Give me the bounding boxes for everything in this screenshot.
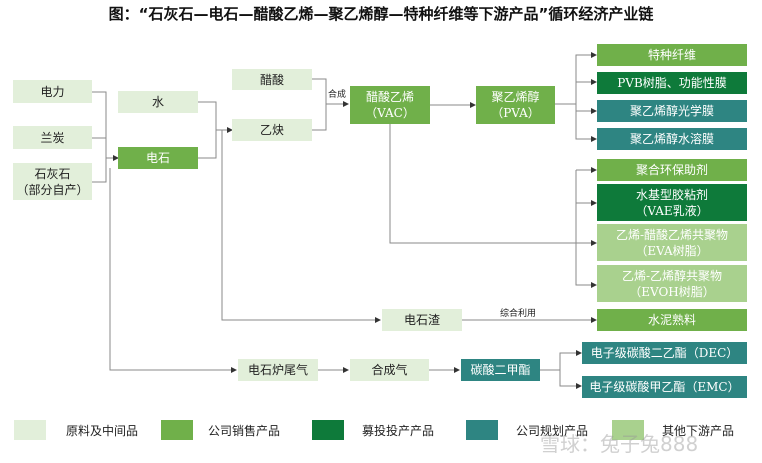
edge-acetic xyxy=(312,78,327,131)
node-carbide: 电石 xyxy=(118,147,198,169)
node-label: 乙炔 xyxy=(259,123,284,137)
node-label: 乙烯-乙烯醇共聚物 xyxy=(621,268,723,283)
node-label: 水 xyxy=(151,95,164,109)
edge-label-comprehensive-use: 综合利用 xyxy=(500,309,537,319)
legend-swatch-down xyxy=(612,420,644,440)
node-label: PVB树脂、功能性膜 xyxy=(617,76,727,90)
legend-label-ipo: 募投投产产品 xyxy=(362,424,435,438)
edge-vac-down xyxy=(389,124,597,246)
node-acetic-acid: 醋酸 xyxy=(232,69,312,90)
node-eva: 乙烯-醋酸乙烯共聚物 （EVA树脂） xyxy=(597,224,747,261)
node-label: 醋酸乙烯 xyxy=(365,90,414,104)
node-semi-coke: 兰炭 xyxy=(13,126,92,149)
node-pva: 聚乙烯醇 （PVA） xyxy=(476,86,555,124)
node-emc: 电子级碳酸甲乙酯（EMC） xyxy=(582,376,747,398)
node-dec: 电子级碳酸二乙酯（DEC） xyxy=(582,342,747,364)
node-label: 水泥熟料 xyxy=(647,313,696,327)
legend-label-sale: 公司销售产品 xyxy=(208,424,281,438)
node-label: 乙烯-醋酸乙烯共聚物 xyxy=(615,227,729,242)
node-label: 电石渣 xyxy=(403,313,440,327)
node-label: 聚合环保助剂 xyxy=(635,163,708,177)
node-label: 聚乙烯醇 xyxy=(491,90,540,104)
node-label: 电子级碳酸甲乙酯（EMC） xyxy=(589,380,740,394)
node-syngas: 合成气 xyxy=(350,359,429,381)
edge-dmc-branch xyxy=(540,350,582,371)
node-sublabel: （部分自产） xyxy=(16,182,89,197)
node-sublabel: （EVA树脂） xyxy=(635,243,709,258)
node-pva-optical-film: 聚乙烯醇光学膜 xyxy=(597,100,747,122)
node-label: 特种纤维 xyxy=(647,48,696,62)
edge-carbide-gas xyxy=(109,168,237,373)
legend-swatch-ipo xyxy=(312,420,344,440)
node-sublabel: （VAC） xyxy=(365,106,415,120)
node-dmc: 碳酸二甲酯 xyxy=(461,359,540,381)
legend-swatch-sale xyxy=(161,420,193,440)
diagram-title: 图：“石灰石—电石—醋酸乙烯—聚乙烯醇—特种纤维等下游产品”循环经济产业链 xyxy=(108,5,654,23)
legend-label-raw: 原料及中间品 xyxy=(66,424,139,438)
edge-limestone xyxy=(92,98,107,183)
edge-water xyxy=(198,101,217,159)
watermark: 雪球：兔子兔888 xyxy=(540,432,699,456)
node-sublabel: （VAE乳液） xyxy=(635,203,709,218)
node-electricity: 电力 xyxy=(13,80,92,103)
node-carbide-slag: 电石渣 xyxy=(382,309,462,331)
edge-label-synthesis: 合成 xyxy=(328,90,347,100)
node-label: 电石 xyxy=(145,151,170,165)
edge-electricity xyxy=(92,91,107,155)
edge-vac-branch xyxy=(575,170,597,288)
node-acetylene: 乙炔 xyxy=(232,119,312,141)
node-special-fiber: 特种纤维 xyxy=(597,44,747,66)
node-cement-clinker: 水泥熟料 xyxy=(597,309,747,331)
node-vac: 醋酸乙烯 （VAC） xyxy=(350,86,430,124)
edge-carbide-slag xyxy=(221,130,381,323)
legend-swatch-plan xyxy=(466,420,498,440)
node-label: 聚乙烯醇水溶膜 xyxy=(629,132,714,146)
node-label: 电力 xyxy=(40,84,65,99)
node-limestone: 石灰石 （部分自产） xyxy=(13,163,92,200)
node-label: 聚乙烯醇光学膜 xyxy=(629,104,714,118)
legend-swatch-raw xyxy=(14,420,46,440)
node-furnace-gas: 电石炉尾气 xyxy=(238,359,318,381)
legend-label-plan: 公司规划产品 xyxy=(516,424,589,438)
node-label: 石灰石 xyxy=(34,166,71,181)
legend-label-down: 其他下游产品 xyxy=(662,424,735,438)
node-pvb: PVB树脂、功能性膜 xyxy=(597,72,747,94)
node-label: 合成气 xyxy=(371,363,408,377)
node-label: 醋酸 xyxy=(259,72,284,87)
node-label: 兰炭 xyxy=(40,130,65,145)
node-sublabel: （PVA） xyxy=(491,106,540,120)
node-label: 电子级碳酸二乙酯（DEC） xyxy=(590,346,739,360)
node-evoh: 乙烯-乙烯醇共聚物 （EVOH树脂） xyxy=(597,265,747,302)
node-eco-additive: 聚合环保助剂 xyxy=(597,159,747,181)
node-label: 碳酸二甲酯 xyxy=(470,363,531,377)
node-pva-watersoluble-film: 聚乙烯醇水溶膜 xyxy=(597,128,747,150)
node-water: 水 xyxy=(118,91,198,113)
node-sublabel: （EVOH树脂） xyxy=(629,284,715,299)
node-vae: 水基型胶粘剂 （VAE乳液） xyxy=(597,184,747,221)
node-label: 电石炉尾气 xyxy=(247,363,308,377)
node-label: 水基型胶粘剂 xyxy=(635,187,708,202)
edge-pva-branch xyxy=(555,52,597,105)
